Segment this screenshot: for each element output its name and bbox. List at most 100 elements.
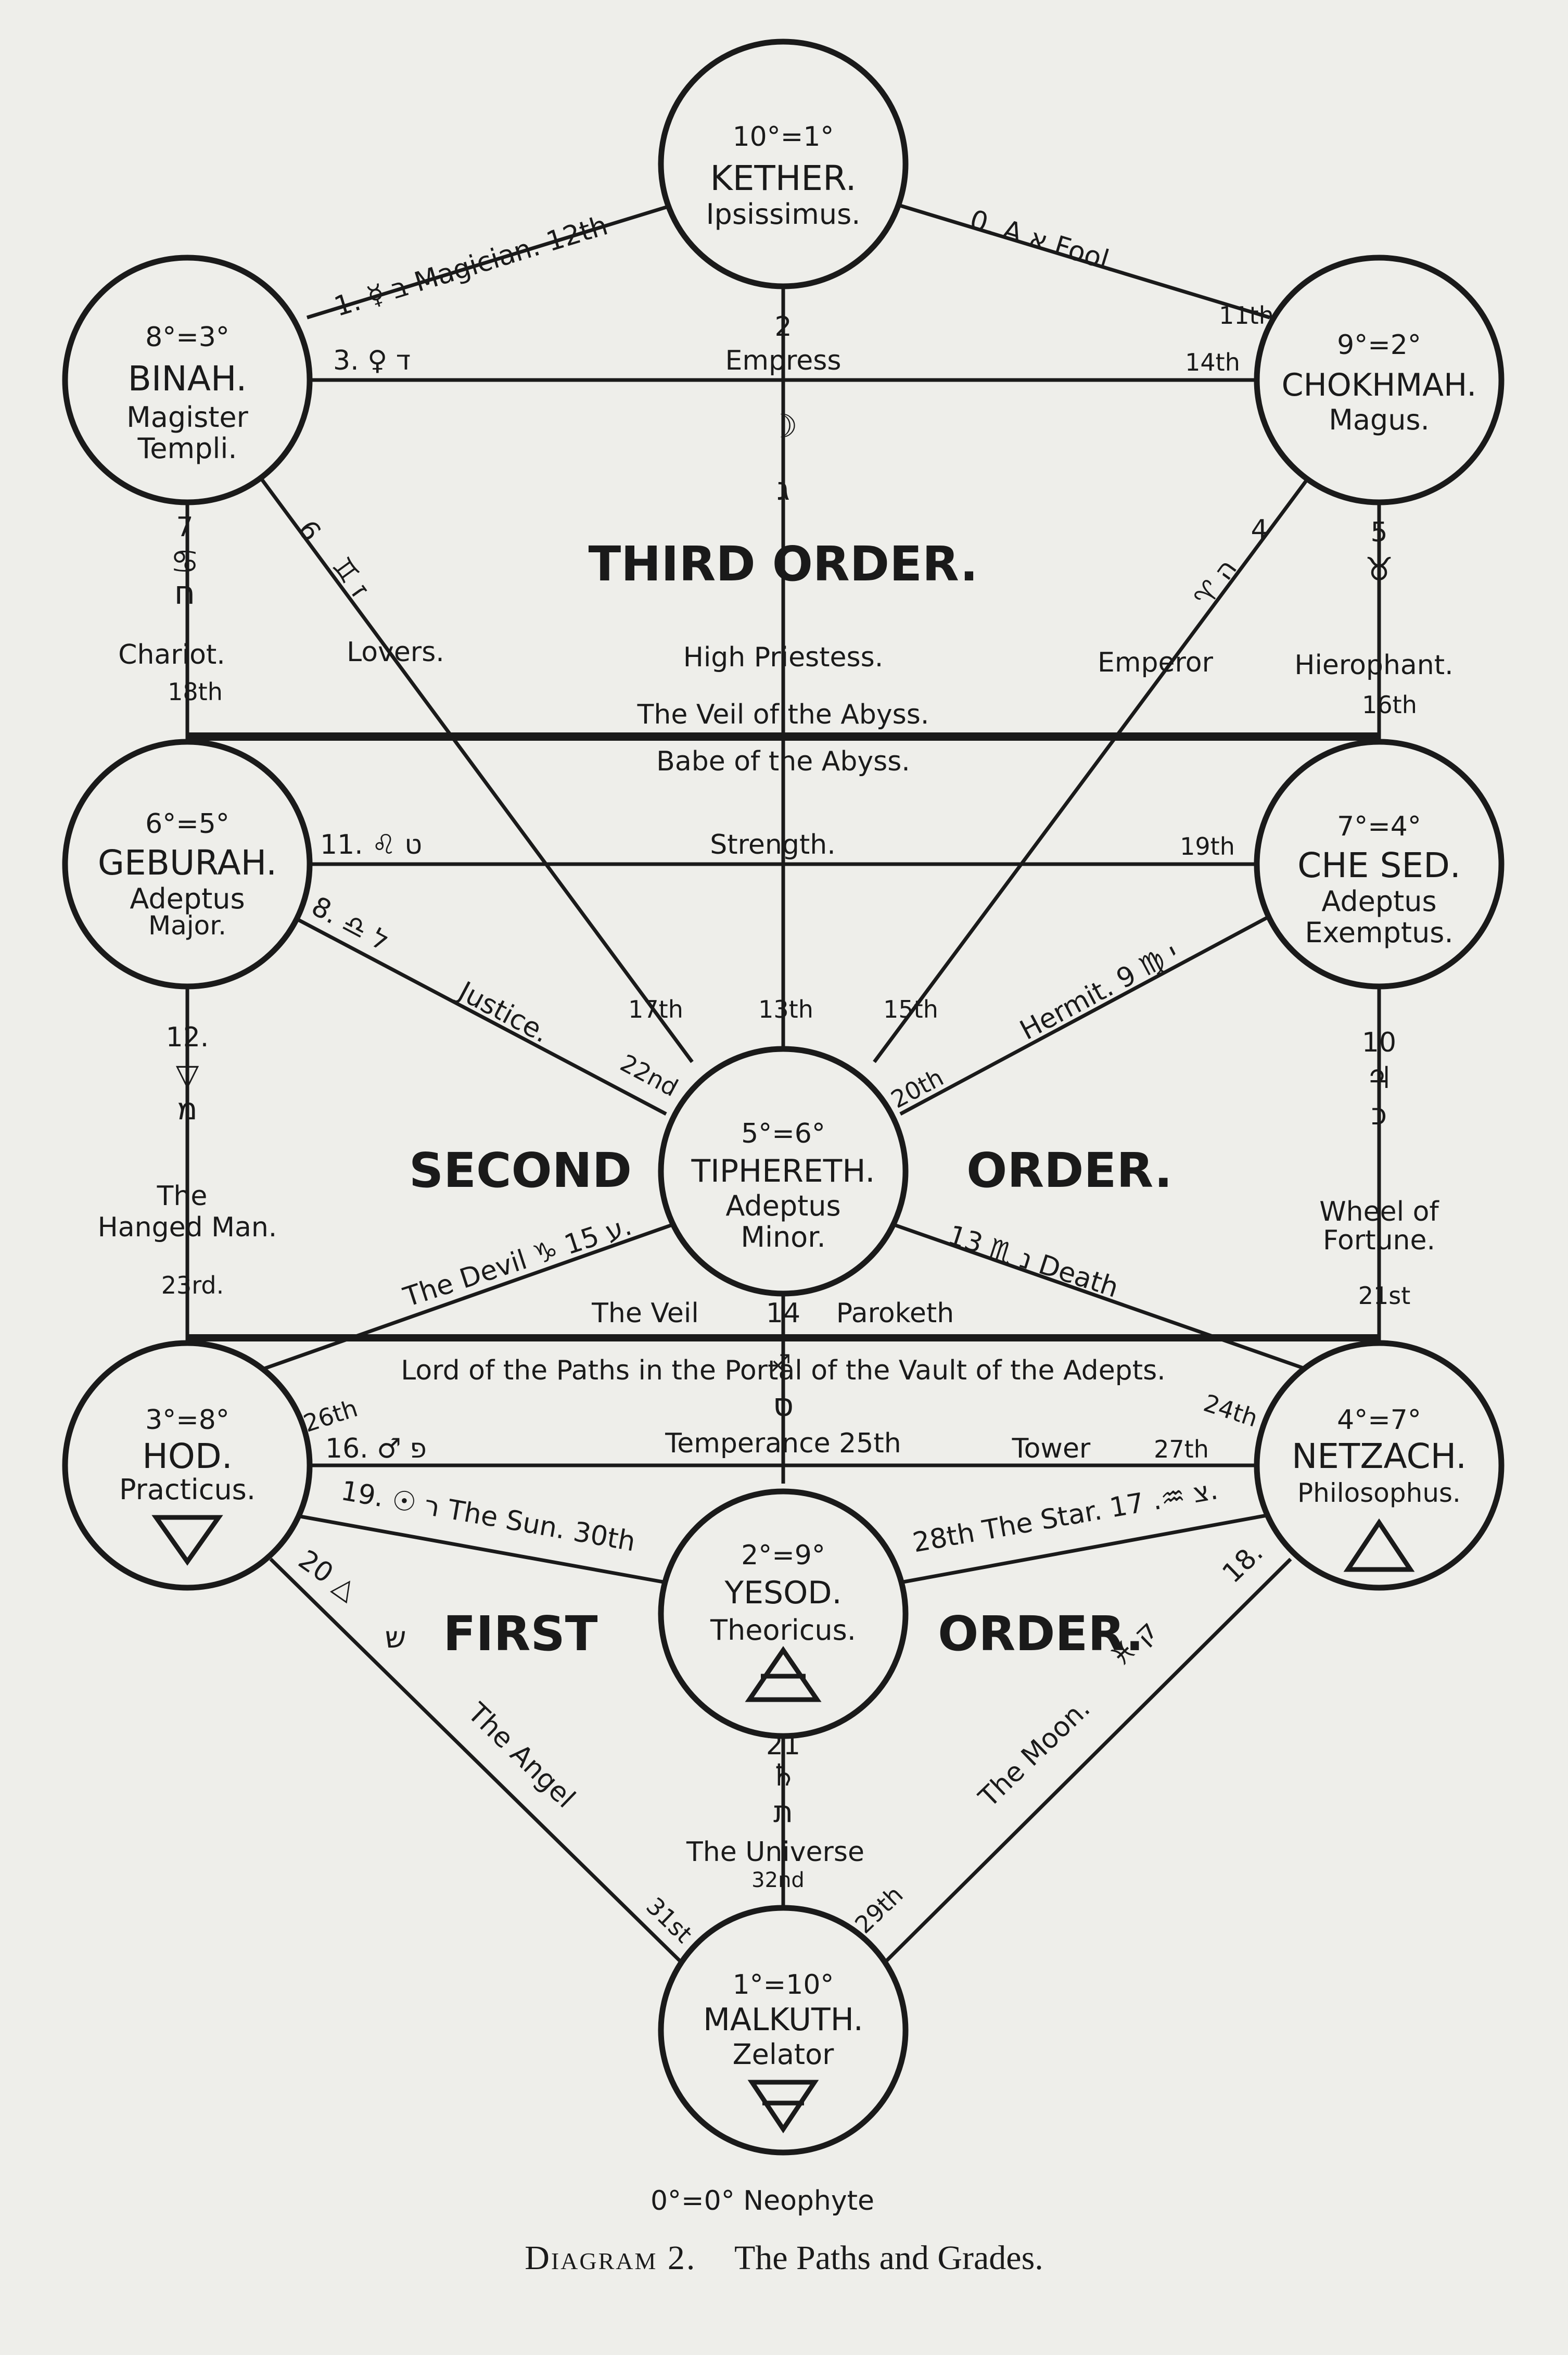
path-netzach-malkuth [873, 1558, 1292, 1974]
path-sun-label: 19. ☉ ר The Sun. 30th [339, 1475, 638, 1558]
chesed-name: CHE SED. [1297, 845, 1461, 885]
path-number-24: 24th [1200, 1389, 1261, 1433]
path-number-26: 26th [300, 1394, 361, 1438]
path-empress-label: Empress [725, 345, 842, 376]
path-empress-number: 14th [1185, 348, 1240, 376]
path-strength-label: Strength. [710, 829, 835, 860]
first-order-title-left: FIRST [443, 1606, 598, 1662]
path-chariot-path-number: 18th [168, 678, 223, 706]
path-kether-binah [306, 204, 672, 320]
veil-paroketh-label-c: Paroketh [836, 1298, 954, 1329]
path-moon-number: 18. [1217, 1537, 1269, 1589]
path-strength-number: 19th [1180, 832, 1235, 860]
tiphereth-name: TIPHERETH. [691, 1153, 875, 1189]
path-universe-label: The Universe [686, 1837, 864, 1868]
path-kether-chokhmah [899, 204, 1271, 320]
path-netzach-yesod [900, 1513, 1270, 1585]
tiphereth-grade: 5°=6° [741, 1118, 825, 1149]
veil-abyss-label: The Veil of the Abyss. [637, 699, 929, 730]
kether-grade: 10°=1° [733, 121, 834, 153]
vault-label: Lord of the Paths in the Portal of the V… [401, 1355, 1165, 1386]
chokhmah-grade: 9°=2° [1337, 330, 1421, 361]
sephirah-chokhmah: 9°=2° CHOKHMAH. Magus. [1254, 255, 1505, 505]
second-order-title-left: SECOND [409, 1143, 632, 1198]
path-universe-letter: ת [773, 1794, 793, 1829]
yesod-title: Theoricus. [710, 1614, 856, 1647]
path-number-17: 17th [628, 995, 683, 1023]
path-priestess-letter: ג [776, 470, 790, 508]
path-fool-label: 0. A א Fool. [966, 204, 1120, 278]
path-angel-label: The Angel [461, 1697, 581, 1814]
tiphereth-title-2: Minor. [741, 1221, 825, 1254]
path-tower-number: 27th [1154, 1435, 1209, 1463]
chokhmah-name: CHOKHMAH. [1282, 367, 1477, 403]
path-number-31: 31st [641, 1892, 698, 1948]
path-art-letter: ס [773, 1386, 794, 1424]
sephirah-hod: 3°=8° HOD. Practicus. [62, 1340, 313, 1591]
path-priestess-number: 2 [774, 311, 792, 343]
path-hod-malkuth [269, 1558, 694, 1974]
babe-abyss-label: Babe of the Abyss. [656, 746, 910, 777]
path-universe-symbol: ♄ [770, 1757, 797, 1793]
geburah-name: GEBURAH. [98, 843, 277, 883]
third-order-title: THIRD ORDER. [589, 536, 978, 592]
path-priestess-label: High Priestess. [683, 642, 884, 673]
water-triangle-icon [151, 1515, 223, 1566]
path-hierophant-number: 5 [1370, 517, 1387, 548]
path-priestess-symbol: ☽ [769, 407, 798, 445]
path-hanged-letter: מ [177, 1091, 197, 1126]
malkuth-title: Zelator [733, 2038, 835, 2071]
path-hod-yesod [291, 1513, 667, 1585]
path-hanged-label-2: Hanged Man. [98, 1212, 277, 1243]
sephirah-chesed: 7°=4° CHE SED. Adeptus Exemptus. [1254, 739, 1505, 990]
path-chariot-symbol: ♋ [170, 542, 199, 580]
sephirah-malkuth: 1°=10° MALKUTH. Zelator [658, 1905, 909, 2156]
geburah-title-1: Adeptus [130, 882, 245, 915]
path-chariot-number: 7 [176, 512, 193, 543]
geburah-title-2: Major. [148, 910, 226, 941]
path-justice-label: Justice. [452, 975, 554, 1049]
path-strength-a: 11. ♌ ט [320, 829, 422, 860]
sephirah-kether: 10°=1° KETHER. Ipsissimus. [658, 39, 909, 289]
sephirah-binah: 8°=3° BINAH. Magister Templi. [62, 255, 313, 505]
chesed-title-1: Adeptus [1321, 885, 1436, 918]
path-chariot-letter: ח [174, 574, 196, 612]
earth-triangle-icon [747, 2080, 819, 2134]
netzach-name: NETZACH. [1292, 1436, 1467, 1476]
veil-paroketh-label-a: The Veil [591, 1298, 699, 1329]
path-star-label: 28th The Star. צ ♒. 17. [910, 1474, 1220, 1559]
path-judgement-a: 20 △ [292, 1544, 363, 1606]
veil-paroketh-label-b: 14 [766, 1298, 800, 1329]
path-hanged-path-number: 23rd. [161, 1271, 224, 1299]
path-wheel-letter: כ [1371, 1096, 1387, 1132]
path-chesed-tiphereth [899, 914, 1271, 1116]
path-emperor-number: 4 [1251, 514, 1268, 546]
geburah-grade: 6°=5° [145, 808, 230, 840]
tiphereth-title-1: Adeptus [725, 1189, 840, 1222]
path-chariot-label: Chariot. [118, 639, 225, 670]
path-tower-a: 16. ♂ פ [325, 1433, 427, 1464]
sephirah-geburah: 6°=5° GEBURAH. Adeptus Major. [62, 739, 313, 990]
path-wheel-label-2: Fortune. [1323, 1225, 1435, 1256]
neophyte-label: 0°=0° Neophyte [651, 2185, 874, 2217]
path-hierophant-symbol: ♉ [1365, 550, 1394, 588]
fire-triangle-icon [1343, 1518, 1415, 1572]
kether-name: KETHER. [710, 158, 856, 198]
caption-label: Diagram 2. [525, 2239, 697, 2277]
path-art-symbol: ♐ [770, 1349, 791, 1377]
path-tower-label: Tower [1012, 1433, 1091, 1464]
path-netzach-tiphereth [889, 1221, 1307, 1371]
chesed-grade: 7°=4° [1337, 811, 1421, 842]
sephirah-netzach: 4°=7° NETZACH. Philosophus. [1254, 1340, 1505, 1591]
path-wheel-path-number: 21st [1358, 1282, 1411, 1310]
second-order-title-right: ORDER. [966, 1143, 1172, 1198]
path-temperance-label: Temperance 25th [665, 1428, 901, 1459]
hod-name: HOD. [142, 1436, 232, 1476]
hod-grade: 3°=8° [145, 1404, 230, 1436]
path-binah-tiphereth [256, 472, 694, 1063]
caption-title: The Paths and Grades. [734, 2239, 1043, 2277]
sephiroth: 10°=1° KETHER. Ipsissimus. 8°=3° BINAH. … [62, 39, 1505, 2156]
path-empress-a: 3. ♀ ד [333, 345, 411, 376]
path-hermit-label: Hermit. י ♍ 9 [1015, 937, 1183, 1046]
